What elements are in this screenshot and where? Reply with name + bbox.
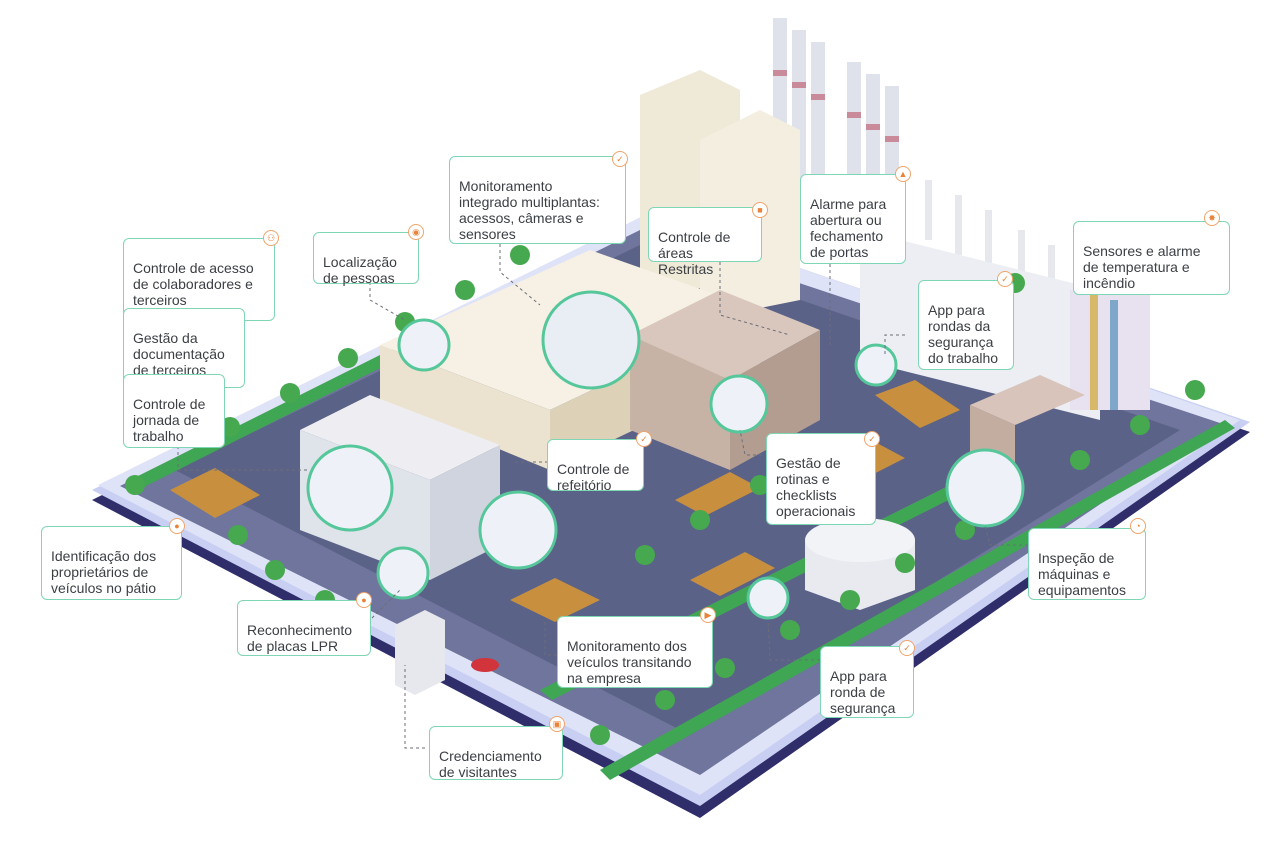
callout-ronda-seguranca: App para ronda de segurança [820,646,914,718]
scene-insets [306,290,1025,620]
callout-text: Monitoramento dos veículos transitando n… [567,638,692,686]
shield-check-icon: ✓ [899,640,915,656]
callout-credenciamento-visitantes: Credenciamento de visitantes [429,726,563,780]
lock-icon: ■ [752,202,768,218]
car-icon: ● [356,592,372,608]
callout-text: App para ronda de segurança [830,668,896,716]
callout-text: Identificação dos proprietários de veícu… [51,548,157,596]
callout-text: Reconhecimento de placas LPR [247,622,353,654]
callout-areas-restritas: Controle de áreas Restritas [648,207,762,277]
callout-reconhecimento-placas: Reconhecimento de placas LPR [237,600,371,656]
callout-localizacao-pessoas: Localização de pessoas [313,232,419,286]
callout-text: Alarme para abertura ou fechamento de po… [810,196,887,260]
callout-text: Credenciamento de visitantes [439,748,542,780]
leader-lines [177,244,1028,749]
location-icon: ◉ [408,224,424,240]
callout-monitoramento-veiculos: Monitoramento dos veículos transitando n… [557,616,713,688]
callout-inspecao-maquinas: Inspeção de máquinas e equipamentos [1028,528,1146,600]
callout-controle-jornada: Controle de jornada de trabalho [123,374,225,448]
bell-icon: ▲ [895,166,911,182]
car-icon: ● [169,518,185,534]
callout-rotinas-checklists: Gestão de rotinas e checklists operacion… [766,433,876,525]
truck-icon: ▶ [700,607,716,623]
callout-text: Monitoramento integrado multiplantas: ac… [459,178,600,242]
callout-alarme-portas: Alarme para abertura ou fechamento de po… [800,174,906,264]
callout-text: Sensores e alarme de temperatura e incên… [1083,243,1201,291]
callout-text: Inspeção de máquinas e equipamentos [1038,550,1126,598]
shield-check-icon: ✓ [612,151,628,167]
callout-rondas-seguranca-trabalho: App para rondas da segurança do trabalho [918,280,1014,370]
callout-text: Gestão de rotinas e checklists operacion… [776,455,856,519]
callout-sensores-temperatura: Sensores e alarme de temperatura e incên… [1073,221,1230,295]
callout-text: Gestão da documentação de terceiros [133,330,225,378]
callout-refeitorio: Controle de refeitório [547,439,644,493]
callout-controle-acesso: Controle de acesso de colaboradores e te… [123,238,275,321]
callout-identificacao-proprietarios: Identificação dos proprietários de veícu… [41,526,182,600]
callout-text: Controle de áreas Restritas [658,229,731,277]
callout-text: Localização de pessoas [323,254,397,286]
shield-check-icon: ✓ [636,431,652,447]
callout-monitoramento-integrado: Monitoramento integrado multiplantas: ac… [449,156,626,244]
shield-check-icon: ✓ [997,271,1013,287]
callout-text: App para rondas da segurança do trabalho [928,302,999,366]
callout-text: Controle de jornada de trabalho [133,396,206,444]
fire-sensor-icon: ✸ [1204,210,1220,226]
trees [125,245,1205,745]
shield-check-icon: ✓ [864,431,880,447]
id-card-icon: ▣ [549,716,565,732]
callout-text: Controle de acesso de colaboradores e te… [133,260,254,308]
people-icon: ⚇ [263,230,279,246]
gauge-icon: ◔ [1130,518,1146,534]
callout-text: Controle de refeitório [557,461,630,493]
